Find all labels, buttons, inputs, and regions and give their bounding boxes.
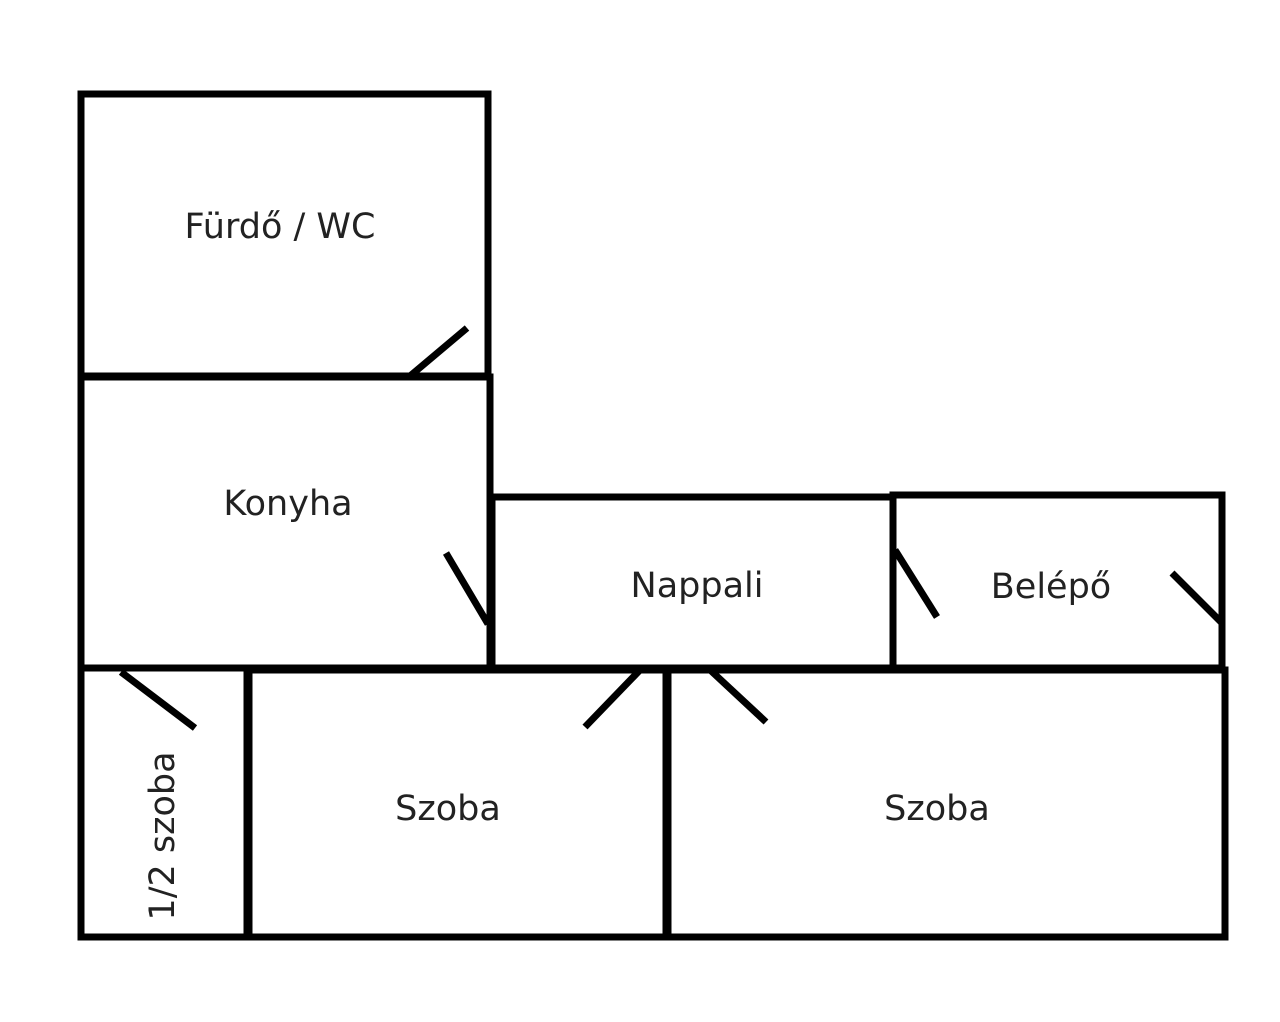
room-label-room-1: Szoba bbox=[395, 789, 501, 829]
entrance-outer-door bbox=[1169, 570, 1224, 625]
room-labels: Fürdő / WC Konyha Nappali Belépő 1/2 szo… bbox=[143, 207, 1111, 921]
doors bbox=[118, 325, 1224, 731]
room-1-door bbox=[582, 667, 643, 730]
room-label-half-room: 1/2 szoba bbox=[143, 751, 183, 920]
room-2-walls bbox=[664, 666, 1229, 941]
room-label-living-room: Nappali bbox=[631, 566, 764, 606]
room-label-bathroom: Fürdő / WC bbox=[185, 207, 376, 247]
room-2-door bbox=[705, 665, 769, 725]
half-room-door bbox=[118, 669, 198, 731]
bathroom-door bbox=[407, 325, 470, 379]
walls bbox=[77, 90, 1229, 941]
kitchen-door bbox=[442, 551, 492, 626]
room-label-entrance: Belépő bbox=[991, 567, 1111, 607]
entrance-inner-door bbox=[892, 548, 940, 619]
room-label-room-2: Szoba bbox=[884, 789, 990, 829]
room-label-kitchen: Konyha bbox=[223, 484, 352, 524]
